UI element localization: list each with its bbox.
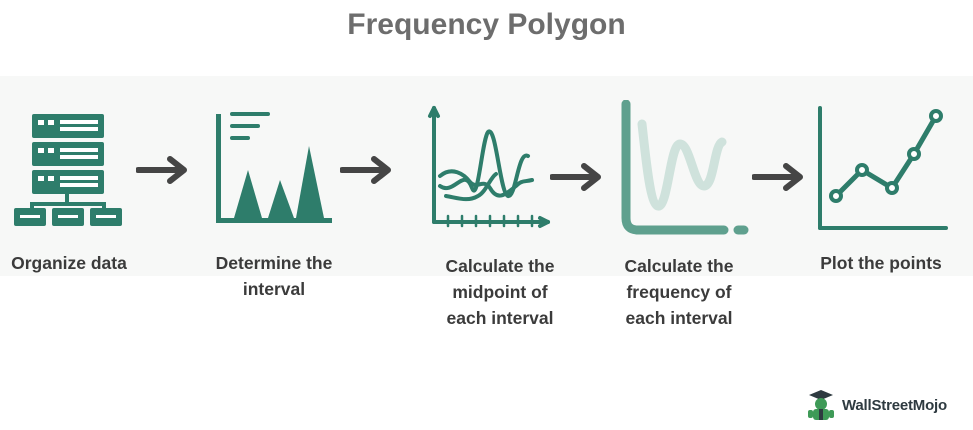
arrow-right-icon — [136, 156, 187, 184]
histogram-icon — [216, 112, 332, 223]
arrow-right-icon — [550, 163, 601, 191]
wave-chart-icon — [621, 100, 749, 235]
server-icon — [14, 114, 122, 226]
steps-band — [0, 76, 973, 276]
arrow-right-icon — [752, 163, 803, 191]
curves-chart-icon — [428, 106, 550, 228]
step-label-determine-interval: Determine the interval — [215, 253, 333, 299]
line-chart-icon — [818, 106, 948, 230]
logo-text: WallStreetMojo — [842, 396, 947, 414]
step-label-organize-data: Organize data — [11, 253, 127, 273]
step-label-calculate-frequency: Calculate the frequency of each interval — [624, 256, 734, 328]
page-title: Frequency Polygon — [347, 8, 626, 41]
arrow-right-icon — [340, 156, 391, 184]
step-label-calculate-midpoint: Calculate the midpoint of each interval — [445, 256, 555, 328]
mascot-icon — [808, 390, 834, 420]
wallstreetmojo-logo: WallStreetMojo — [806, 388, 947, 422]
step-label-plot-points: Plot the points — [820, 253, 942, 273]
